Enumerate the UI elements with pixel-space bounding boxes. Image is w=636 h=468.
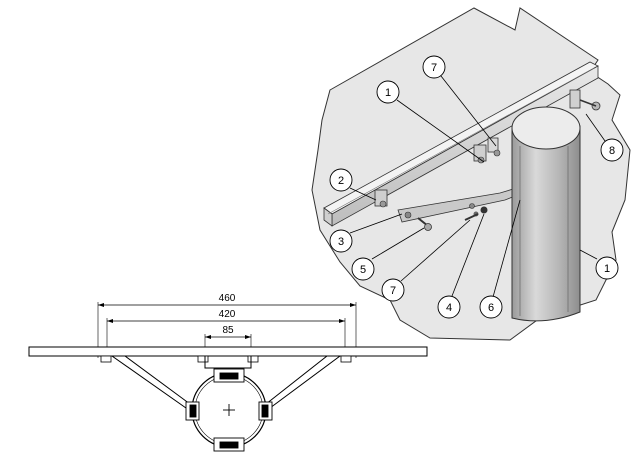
svg-text:1: 1 [385,87,391,99]
plan-view [28,302,428,452]
svg-text:7: 7 [431,62,437,74]
callout-7-top: 7 [422,55,446,79]
svg-text:5: 5 [360,264,366,276]
svg-text:1: 1 [604,263,610,275]
svg-text:8: 8 [609,145,615,157]
svg-text:4: 4 [446,302,452,314]
leader-lines [349,75,606,298]
rail-clamp-blocks [374,137,501,208]
plan-pole-clamps [185,368,273,452]
svg-text:7: 7 [390,285,396,297]
callout-5: 5 [351,257,375,281]
callout-6: 6 [479,295,503,319]
pole-top-clamp [569,89,601,111]
callout-4: 4 [437,295,461,319]
dim-420 [107,319,345,323]
iso-view: 1 7 8 2 3 5 7 [311,7,631,341]
plan-center-mark [223,404,235,416]
callout-1-top: 1 [376,80,400,104]
dim-label-460: 460 [219,293,236,304]
svg-text:3: 3 [338,236,344,248]
svg-text:6: 6 [488,302,494,314]
c-channel-rail [323,61,599,227]
callout-group: 1 7 8 2 3 5 7 [329,55,624,319]
svg-text:2: 2 [338,175,344,187]
pole [511,106,581,322]
dim-85 [205,335,251,339]
callout-3: 3 [329,229,353,253]
iso-background-panel [311,7,631,341]
callout-7-bottom: 7 [381,278,405,302]
dim-460 [98,303,356,307]
plan-rail [28,346,428,357]
dim-label-420: 420 [219,309,236,320]
callout-2: 2 [329,168,353,192]
plan-mounting-tabs [100,355,352,363]
dim-label-85: 85 [222,325,234,336]
callout-1-right: 1 [595,256,619,280]
callout-8: 8 [600,138,624,162]
